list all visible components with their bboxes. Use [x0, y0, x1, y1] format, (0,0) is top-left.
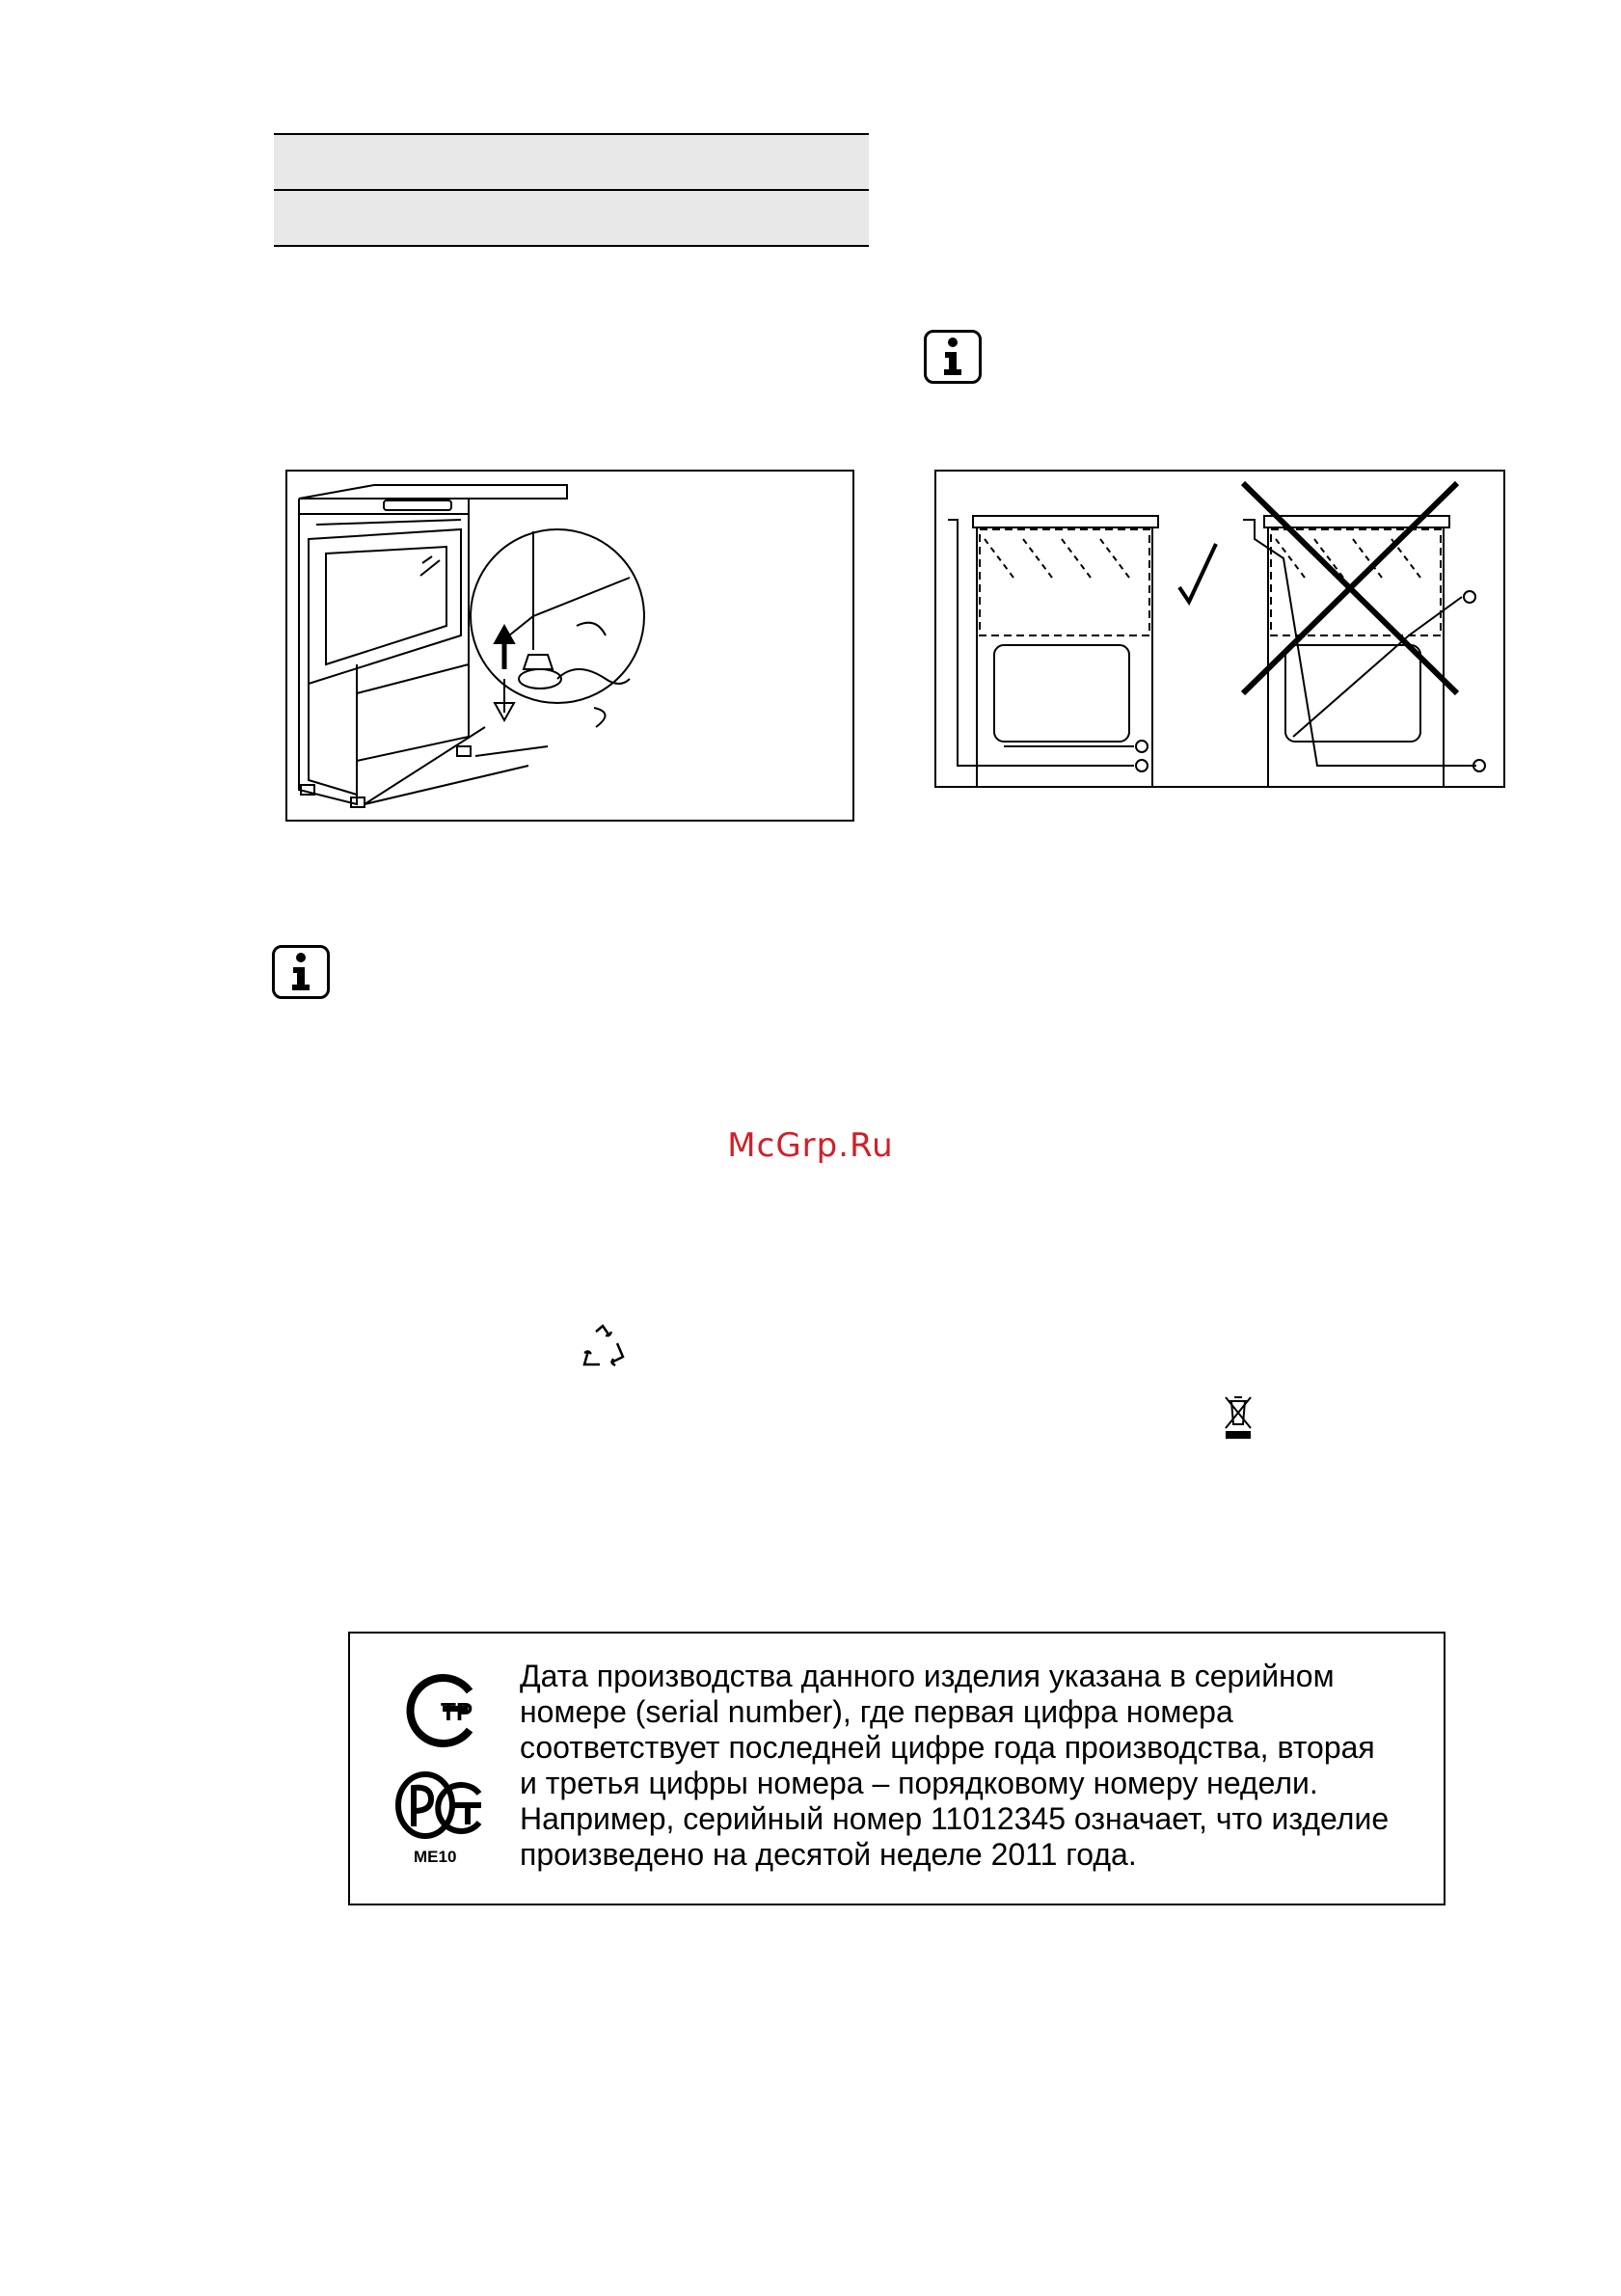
- eac-tr-mark-icon: TP: [392, 1672, 489, 1749]
- recycle-icon: [579, 1324, 627, 1370]
- notice-line: Например, серийный номер 11012345 означа…: [520, 1801, 1390, 1836]
- notice-line: произведено на десятой неделе 2011 года.: [520, 1837, 1137, 1872]
- spec-table: [274, 133, 869, 247]
- notice-line: соответствует последней цифре года произ…: [520, 1730, 1375, 1765]
- info-icon: [272, 945, 330, 999]
- crossed-bin-icon: [1223, 1393, 1254, 1440]
- oven-leveling-feet-figure: [285, 470, 854, 822]
- table-row: [274, 189, 869, 247]
- notice-line: номере (serial number), где первая цифра…: [520, 1694, 1233, 1729]
- table-row: [274, 133, 869, 189]
- oven-cable-routing-figure: [934, 470, 1505, 789]
- svg-text:TP: TP: [441, 1697, 473, 1726]
- info-icon: [924, 330, 982, 384]
- rst-pct-mark-icon: [392, 1769, 489, 1846]
- watermark-text: McGrp.Ru: [727, 1126, 894, 1165]
- notice-line: и третья цифры номера – порядковому номе…: [520, 1766, 1318, 1800]
- manufacture-date-notice: TP ME10 Дата производства данного издели…: [348, 1632, 1445, 1905]
- certification-code: ME10: [414, 1848, 457, 1866]
- notice-text: Дата производства данного изделия указан…: [520, 1659, 1426, 1873]
- notice-line: Дата производства данного изделия указан…: [520, 1659, 1335, 1693]
